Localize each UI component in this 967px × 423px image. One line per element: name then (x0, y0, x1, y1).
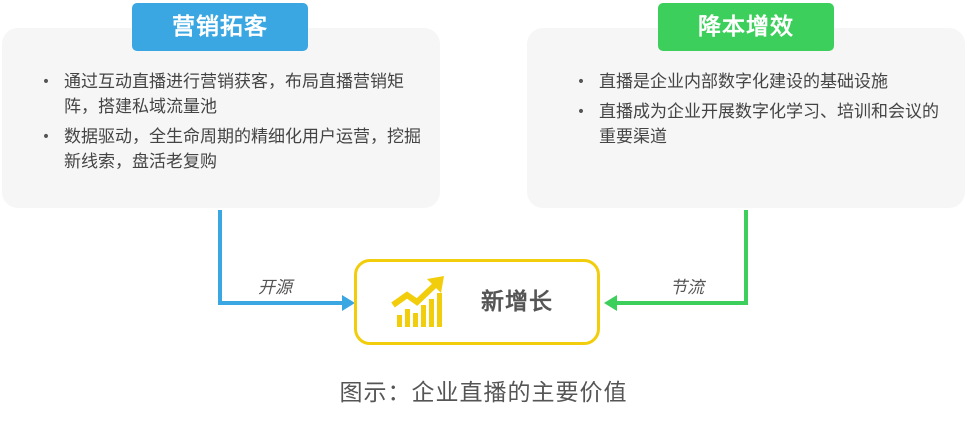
arrow-right-connector (617, 210, 748, 305)
list-item: • 数据驱动，全生命周期的精细化用户运营，挖掘新线索，盘活老复购 (36, 125, 421, 175)
list-item: • 通过互动直播进行营销获客，布局直播营销矩阵，搭建私域流量池 (36, 70, 421, 120)
figure-caption: 图示：企业直播的主要价值 (339, 380, 628, 406)
bullet-text: 通过互动直播进行营销获客，布局直播营销矩阵，搭建私域流量池 (64, 72, 404, 117)
marketing-bullet-list: • 通过互动直播进行营销获客，布局直播营销矩阵，搭建私域流量池 • 数据驱动，全… (36, 70, 421, 180)
bullet-text: 直播成为企业开展数字化学习、培训和会议的重要渠道 (599, 102, 939, 147)
new-growth-box: 新增长 (354, 259, 600, 345)
arrow-left-head-icon (342, 295, 355, 311)
list-item: • 直播是企业内部数字化建设的基础设施 (571, 70, 941, 95)
flow-label-cost-saving: 节流 (670, 278, 704, 298)
tag-marketing: 营销拓客 (132, 3, 308, 51)
efficiency-bullet-list: • 直播是企业内部数字化建设的基础设施 • 直播成为企业开展数字化学习、培训和会… (571, 70, 941, 155)
arrow-left-connector (218, 210, 342, 305)
tag-efficiency: 降本增效 (658, 3, 834, 51)
arrow-right-head-icon (604, 295, 617, 311)
bullet-text: 数据驱动，全生命周期的精细化用户运营，挖掘新线索，盘活老复购 (64, 127, 421, 172)
flow-label-open-source: 开源 (258, 278, 292, 298)
bullet-icon: • (576, 104, 586, 120)
bullet-icon: • (41, 74, 51, 90)
bullet-icon: • (576, 74, 586, 90)
bullet-icon: • (41, 129, 51, 145)
bullet-text: 直播是企业内部数字化建设的基础设施 (599, 72, 888, 92)
panel-marketing (2, 28, 440, 208)
new-growth-label: 新增长 (481, 289, 553, 315)
growth-chart-icon (391, 276, 444, 327)
panel-efficiency (527, 28, 965, 208)
list-item: • 直播成为企业开展数字化学习、培训和会议的重要渠道 (571, 100, 941, 150)
